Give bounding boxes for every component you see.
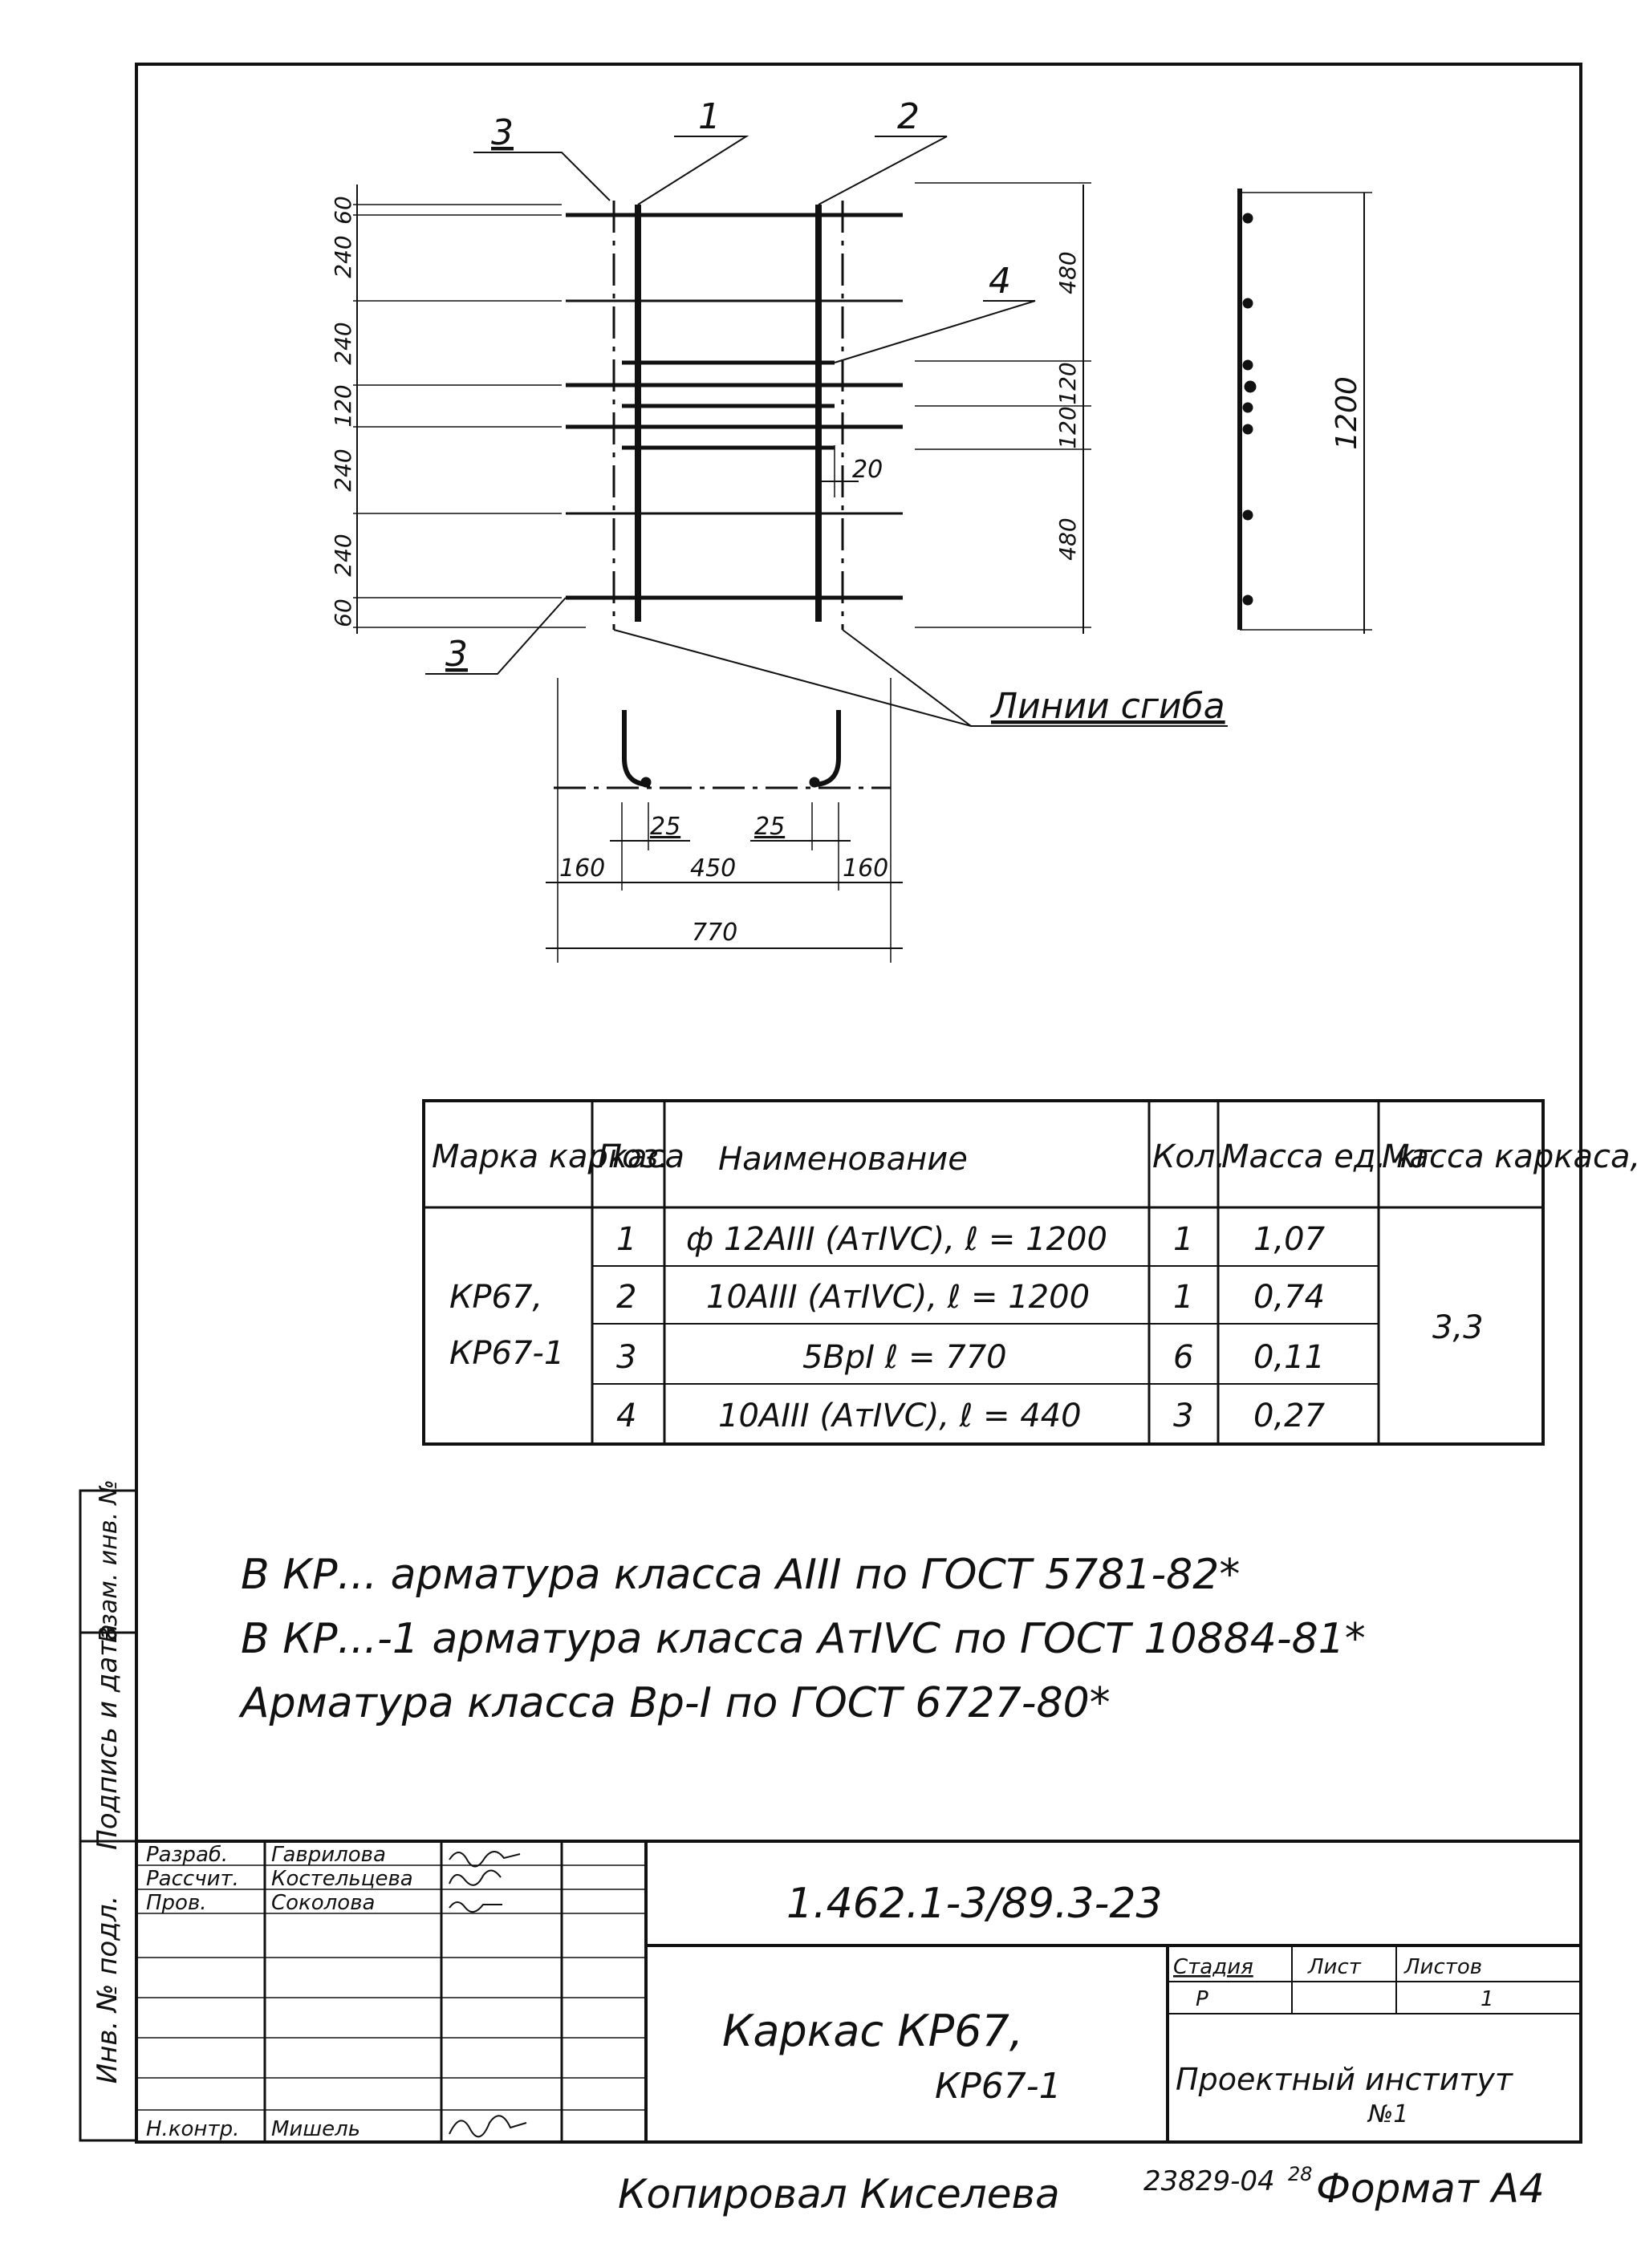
header-frame-mass: Масса каркаса, кг — [1382, 1138, 1641, 1175]
row-2-mass: 0,74 — [1253, 1279, 1325, 1316]
right-dim-2: 120 — [1054, 362, 1081, 404]
role-calculated: Рассчит. — [146, 1867, 239, 1891]
left-dim-5: 240 — [330, 448, 356, 491]
bottom-dim-25-left: 25 — [650, 813, 680, 841]
role-checked: Пров. — [146, 1891, 207, 1915]
spec-table — [422, 1099, 1545, 1446]
row-4-mass: 0,27 — [1253, 1398, 1326, 1434]
left-dim-4: 120 — [330, 384, 356, 427]
side-stamp-inventory: Инв. № подл. — [91, 1896, 124, 2084]
row-1-position: 1 — [616, 1221, 636, 1258]
footer-copied-by: Копировал Киселева — [618, 2171, 1060, 2217]
header-quantity: Кол. — [1152, 1138, 1225, 1175]
side-stamp — [79, 1489, 138, 2142]
left-dim-2: 240 — [330, 235, 356, 278]
header-name: Наименование — [718, 1141, 968, 1178]
right-dim-4: 480 — [1054, 517, 1081, 560]
sheet-frame — [135, 63, 1582, 2144]
leader-position-3-bottom — [425, 597, 567, 675]
role-developer: Разраб. — [146, 1843, 228, 1867]
name-checked: Соколова — [271, 1891, 375, 1915]
frame-mark-line-2: КР67-1 — [449, 1335, 564, 1372]
leader-position-4 — [834, 300, 1036, 363]
name-calculated: Костельцева — [271, 1867, 413, 1891]
drawing-title-line-1: Каркас КР67, — [722, 2006, 1023, 2056]
right-dim-3: 120 — [1054, 406, 1081, 448]
header-position: Поз. — [598, 1138, 669, 1175]
left-dim-3: 240 — [330, 322, 356, 364]
row-3-position: 3 — [616, 1339, 636, 1376]
note-line-2: В КР...-1 арматура класса AтIVC по ГОСТ … — [241, 1615, 1366, 1663]
row-4-name: 10AIII (AтIVC), ℓ = 440 — [718, 1398, 1082, 1434]
note-line-1: В КР... арматура класса AIII по ГОСТ 578… — [241, 1551, 1240, 1599]
document-code: 1.462.1-3/89.3-23 — [786, 1880, 1163, 1928]
section-left-bend — [622, 710, 651, 787]
stage-value: Р — [1196, 1987, 1208, 2011]
drawing-title-line-2: КР67-1 — [935, 2066, 1062, 2107]
title-block — [136, 1840, 1581, 2142]
section-right-bend — [812, 710, 841, 787]
leader-position-2 — [818, 136, 948, 205]
leader-position-1 — [637, 136, 749, 205]
left-dim-1: 60 — [330, 196, 356, 225]
frame-mark-line-1: КР67, — [449, 1279, 542, 1316]
organization-line-2: №1 — [1367, 2100, 1408, 2128]
position-label-4: 4 — [989, 261, 1011, 302]
bottom-dim-450: 450 — [690, 854, 736, 882]
frame-total-mass: 3,3 — [1432, 1309, 1484, 1346]
organization-line-1: Проектный институт — [1176, 2062, 1514, 2097]
role-norm-control: Н.контр. — [146, 2117, 239, 2141]
bottom-dim-25-right: 25 — [754, 813, 785, 841]
name-developer: Гаврилова — [271, 1843, 386, 1867]
left-dim-7: 60 — [330, 598, 356, 627]
header-unit-mass: Масса ед. кг — [1221, 1138, 1433, 1175]
sheets-value: 1 — [1481, 1987, 1494, 2011]
position-label-3-bottom: 3 — [445, 634, 468, 675]
position-label-1: 1 — [698, 96, 721, 137]
leader-position-3-top — [473, 152, 611, 201]
gap-dim: 20 — [852, 456, 883, 484]
row-3-mass: 0,11 — [1253, 1339, 1325, 1376]
stage-label: Стадия — [1173, 1955, 1253, 1979]
row-2-position: 2 — [616, 1279, 636, 1316]
row-1-quantity: 1 — [1173, 1221, 1193, 1258]
bend-lines-label: Линии сгиба — [989, 686, 1225, 727]
footer-format: Формат А4 — [1316, 2165, 1545, 2212]
frame-plan-view — [353, 136, 1228, 727]
row-1-name: ф 12AIII (AтIVC), ℓ = 1200 — [686, 1221, 1107, 1258]
bottom-dim-160-left: 160 — [559, 854, 605, 882]
height-dim: 1200 — [1330, 376, 1363, 450]
note-line-3: Арматура класса Bp-I по ГОСТ 6727-80* — [238, 1679, 1111, 1727]
row-3-name: 5BpI ℓ = 770 — [802, 1339, 1007, 1376]
side-stamp-replace-inventory: Взам. инв. № — [95, 1479, 123, 1643]
bottom-dim-160-right: 160 — [843, 854, 888, 882]
name-norm-control: Мишель — [271, 2117, 360, 2141]
row-2-quantity: 1 — [1173, 1279, 1193, 1316]
bottom-dim-770: 770 — [692, 919, 737, 947]
frame-section-view — [546, 678, 903, 963]
sheet-label: Лист — [1307, 1955, 1362, 1979]
left-dim-6: 240 — [330, 534, 356, 576]
frame-side-view — [1237, 189, 1372, 634]
position-label-3-top: 3 — [491, 112, 514, 153]
footer-number: 23829-04 — [1143, 2165, 1275, 2197]
position-label-2: 2 — [897, 96, 920, 137]
row-4-position: 4 — [616, 1398, 636, 1434]
row-4-quantity: 3 — [1173, 1398, 1193, 1434]
header-mark: Марка каркаса — [432, 1138, 684, 1175]
signatures — [449, 1851, 527, 2138]
row-2-name: 10AIII (AтIVC), ℓ = 1200 — [706, 1279, 1090, 1316]
footer-number-sub: 28 — [1288, 2163, 1313, 2185]
side-stamp-signature-date: Подпись и дата — [91, 1624, 124, 1850]
sheets-label: Листов — [1403, 1955, 1482, 1979]
right-dim-1: 480 — [1054, 251, 1081, 294]
row-1-mass: 1,07 — [1253, 1221, 1326, 1258]
row-3-quantity: 6 — [1173, 1339, 1193, 1376]
